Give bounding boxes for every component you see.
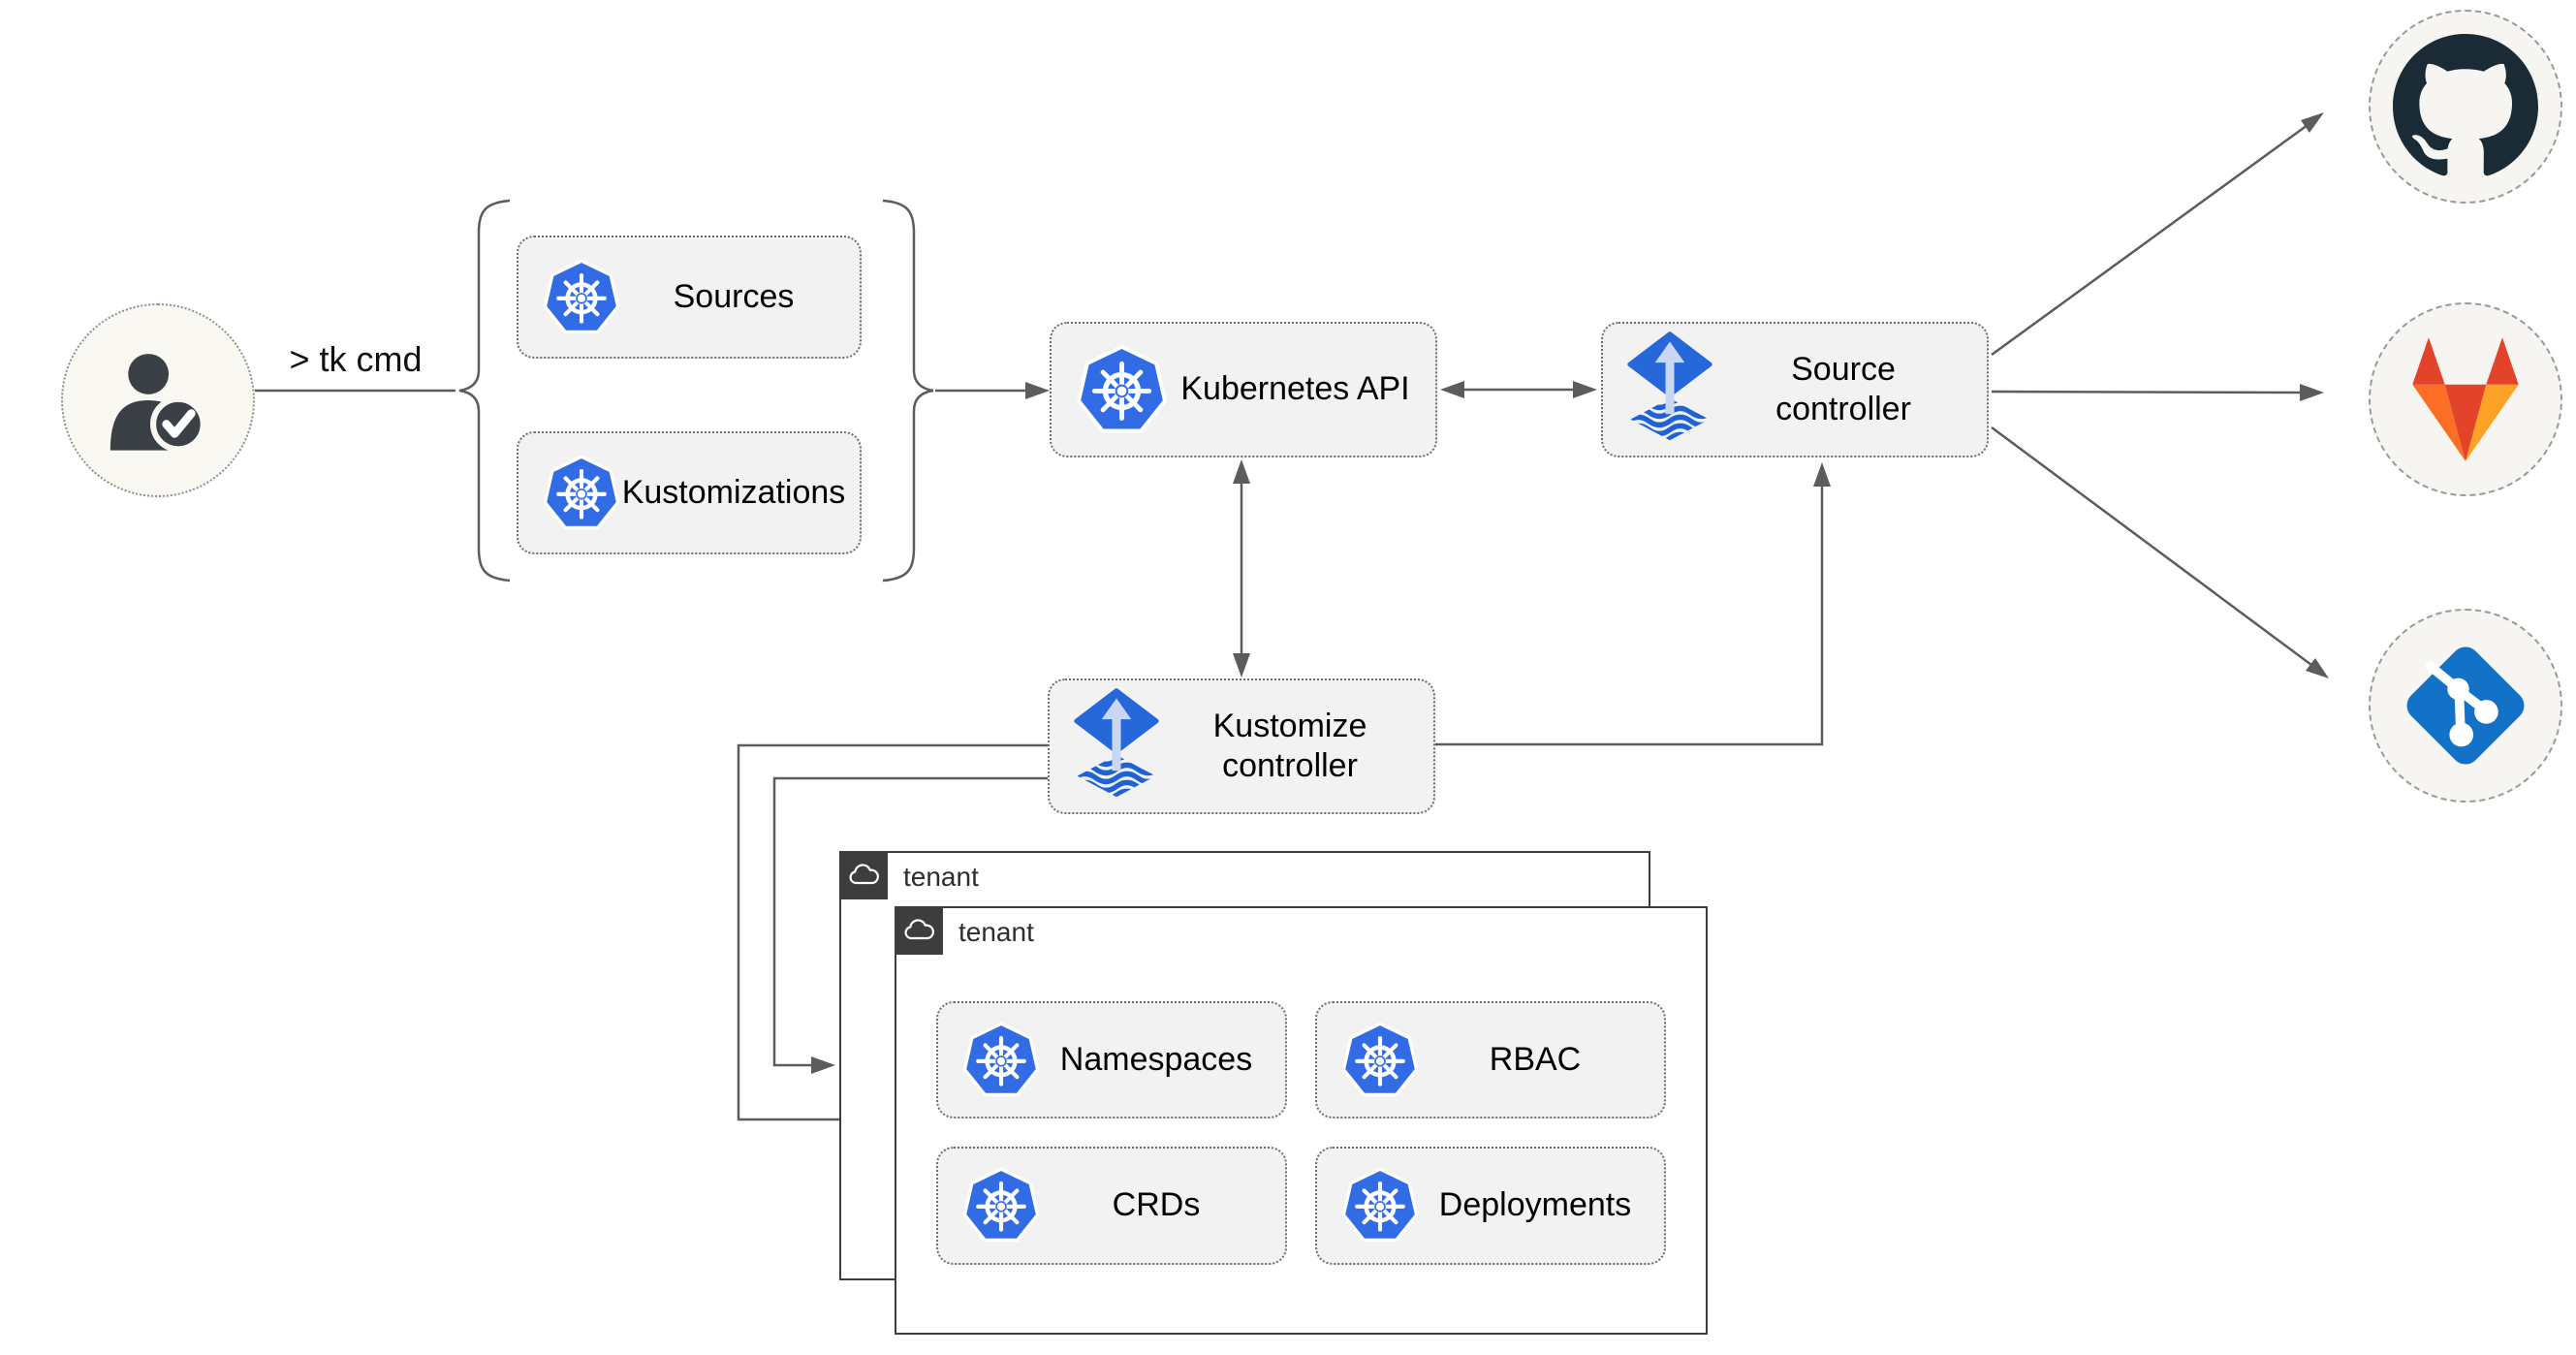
tenant-front-label: tenant xyxy=(958,917,1034,947)
node-kustomize-controller[interactable]: Kustomize controller xyxy=(1048,678,1435,814)
node-sources[interactable]: Sources xyxy=(517,236,862,359)
node-rbac[interactable]: RBAC xyxy=(1315,1001,1666,1119)
kubernetes-icon xyxy=(1340,1166,1420,1245)
cloud-icon xyxy=(839,851,888,899)
node-label: Source controller xyxy=(1775,350,1911,427)
edge-kustomize-source xyxy=(1434,486,1824,746)
flux-icon xyxy=(1626,331,1713,448)
github-icon xyxy=(2393,34,2538,176)
user-check-icon xyxy=(110,354,206,453)
node-label: Deployments xyxy=(1438,1186,1632,1224)
cli-command-label: > tk cmd xyxy=(289,339,423,379)
edge-kustomize-tenant-back xyxy=(772,776,1048,1067)
kubernetes-icon xyxy=(961,1166,1041,1245)
group-brace-left xyxy=(458,199,511,583)
node-label: RBAC xyxy=(1489,1040,1582,1078)
node-label: Kustomize controller xyxy=(1212,707,1367,784)
kubernetes-icon xyxy=(1340,1021,1420,1100)
gitlab-icon xyxy=(2412,337,2519,461)
edge-source-github xyxy=(1991,123,2309,357)
node-crds[interactable]: CRDs xyxy=(936,1147,1287,1265)
edge-source-git xyxy=(1991,425,2312,667)
edge-kustomize-tenant-front xyxy=(737,743,1048,1121)
kubernetes-icon xyxy=(542,258,621,337)
kubernetes-icon xyxy=(542,454,621,533)
kubernetes-icon xyxy=(1075,343,1169,437)
tenant-group-front xyxy=(895,906,1708,1335)
git-node[interactable] xyxy=(2369,609,2562,803)
node-label: Sources xyxy=(673,277,795,315)
node-source-controller[interactable]: Source controller xyxy=(1601,322,1989,457)
git-icon xyxy=(2406,646,2525,765)
node-deployments[interactable]: Deployments xyxy=(1315,1147,1666,1265)
tenant-back-label: tenant xyxy=(903,862,979,892)
node-label: Kustomizations xyxy=(621,473,846,511)
edge-source-gitlab xyxy=(1991,390,2302,394)
cloud-icon xyxy=(895,906,943,955)
github-node[interactable] xyxy=(2369,10,2562,204)
group-brace-right xyxy=(882,199,934,583)
kubernetes-icon xyxy=(961,1021,1041,1100)
node-kustomizations[interactable]: Kustomizations xyxy=(517,431,862,554)
flux-icon xyxy=(1073,688,1160,804)
node-namespaces[interactable]: Namespaces xyxy=(936,1001,1287,1119)
node-label: Namespaces xyxy=(1059,1040,1253,1078)
node-label: Kubernetes API xyxy=(1180,370,1410,408)
user-node xyxy=(61,303,255,497)
gitlab-node[interactable] xyxy=(2369,302,2562,496)
node-label: CRDs xyxy=(1112,1186,1201,1224)
node-kubernetes-api[interactable]: Kubernetes API xyxy=(1050,322,1437,457)
